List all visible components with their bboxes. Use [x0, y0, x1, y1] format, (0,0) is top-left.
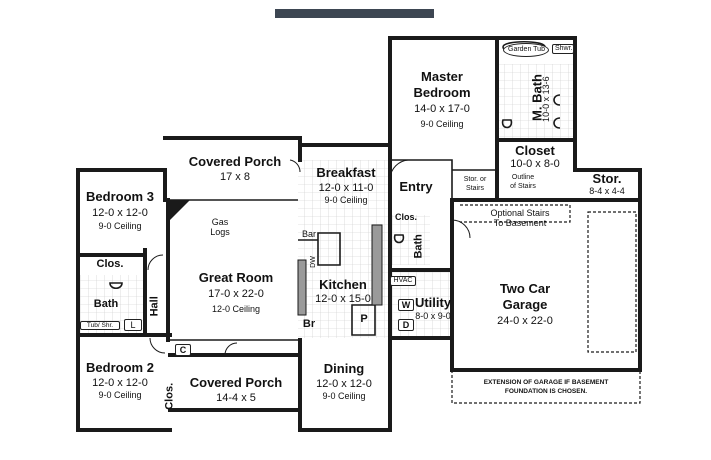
clos-bed3-label: Clos. [96, 258, 124, 270]
optional-stairs-2: To Basement [493, 218, 547, 228]
covered-porch-front-dims: 14-4 x 5 [216, 392, 256, 404]
covered-porch-front-name: Covered Porch [189, 375, 283, 390]
bedroom-2-ceiling: 9-0 Ceiling [98, 390, 142, 400]
stor-or-stairs-1: Stor. or [463, 176, 487, 183]
linen-label: L [124, 319, 142, 332]
outline-of-stairs-2: of Stairs [510, 183, 536, 190]
toilet-hall [393, 234, 405, 244]
garage-extension [451, 370, 641, 404]
bath-bed-label: Bath [93, 298, 119, 310]
stor-stairs [452, 169, 499, 200]
master-wall-outer [388, 36, 577, 172]
stor-or-stairs-2: Stairs [466, 185, 484, 192]
washer-label: W [398, 299, 414, 312]
tub-shr-label: Tub/ Shr. [80, 321, 120, 331]
garage-dims: 24-0 x 22-0 [497, 315, 553, 327]
pantry [351, 304, 376, 336]
utility-dims: 8-0 x 9-0 [415, 311, 451, 321]
door-entry [389, 159, 409, 179]
bedroom-3-dims: 12-0 x 12-0 [92, 207, 148, 219]
hall-label: Hall [148, 296, 161, 317]
closet-dims: 10-0 x 8-0 [510, 158, 560, 170]
sink-1 [553, 94, 561, 106]
gas-logs-2: Logs [210, 227, 230, 237]
door-bedroom2 [149, 337, 166, 354]
breakfast-name: Breakfast [316, 165, 376, 180]
great-room-name: Great Room [198, 270, 274, 285]
hvac-label: HVAC [390, 276, 416, 287]
master-bedroom-dims: 14-0 x 17-0 [414, 103, 470, 115]
bar-label: Bar [301, 229, 316, 239]
stor [573, 168, 642, 202]
dining-name: Dining [323, 361, 365, 376]
dw-label: DW [309, 256, 317, 268]
garden-tub-label: Garden Tub [503, 43, 549, 58]
great-room-ceiling: 12-0 Ceiling [211, 304, 261, 314]
c-closet-label: C [175, 344, 191, 357]
bedroom-3-ceiling: 9-0 Ceiling [98, 221, 142, 231]
garage [450, 198, 642, 372]
door-bedroom3 [147, 254, 164, 271]
garage-name-2: Garage [502, 297, 548, 312]
optional-stairs [460, 204, 571, 223]
master-bedroom-ceiling: 9-0 Ceiling [420, 119, 464, 129]
covered-porch-rear-dims: 17 x 8 [220, 171, 250, 183]
pantry-label: P [360, 313, 368, 325]
kitchen-name: Kitchen [319, 277, 367, 292]
kitchen-counter-right [371, 224, 383, 306]
garage-car-outline [587, 211, 637, 353]
utility-name: Utility [414, 295, 452, 310]
fireplace [168, 200, 190, 222]
master-bedroom-name-1: Master [421, 69, 463, 84]
entry-label: Entry [399, 179, 433, 194]
door-rear-porch [289, 159, 301, 173]
master-bedroom-name-2: Bedroom [413, 85, 471, 100]
toilet-master [501, 119, 513, 129]
left-wing-outer [76, 168, 167, 202]
breakfast-wall [298, 143, 392, 162]
door-front [224, 342, 238, 356]
outline-of-stairs-1: Outline [511, 174, 535, 181]
garage-note-2: FOUNDATION IS CHOSEN. [504, 388, 588, 395]
clos-bed2-label: Clos. [163, 382, 176, 410]
gas-logs-1: Gas [211, 217, 229, 227]
header-bar [275, 9, 434, 18]
entry-wall [390, 159, 453, 200]
m-bath-dims: 10-0 x 13-6 [540, 76, 551, 122]
great-room-dims: 17-0 x 22-0 [208, 288, 264, 300]
dryer-label: D [398, 319, 414, 332]
clos-hall-label: Clos. [394, 212, 417, 222]
dining [298, 338, 392, 432]
door-garage [451, 219, 471, 239]
bedroom-2-name: Bedroom 2 [86, 360, 154, 375]
br-label: Br [302, 318, 316, 330]
kitchen-island [317, 232, 341, 266]
closet-name: Closet [515, 143, 555, 158]
bath-hall-label: Bath [412, 234, 425, 259]
shower-label: Shwr. [552, 44, 574, 55]
kitchen-dims: 12-0 x 15-0 [315, 293, 371, 305]
sink-bath [109, 282, 123, 290]
kitchen-counter-left [297, 259, 307, 316]
stor-name: Stor. [592, 171, 622, 186]
garage-note-1: EXTENSION OF GARAGE IF BASEMENT [483, 379, 609, 386]
bedroom-3-name: Bedroom 3 [86, 189, 154, 204]
dining-dims: 12-0 x 12-0 [316, 378, 372, 390]
sink-2 [553, 117, 561, 129]
covered-porch-rear-name: Covered Porch [188, 154, 282, 169]
stor-dims: 8-4 x 4-4 [589, 186, 625, 196]
breakfast-ceiling: 9-0 Ceiling [324, 195, 368, 205]
breakfast-dims: 12-0 x 11-0 [318, 182, 374, 194]
dining-ceiling: 9-0 Ceiling [322, 391, 366, 401]
bedroom-2-dims: 12-0 x 12-0 [92, 377, 148, 389]
optional-stairs-1: Optional Stairs [490, 208, 550, 218]
garage-name-1: Two Car [499, 281, 551, 296]
